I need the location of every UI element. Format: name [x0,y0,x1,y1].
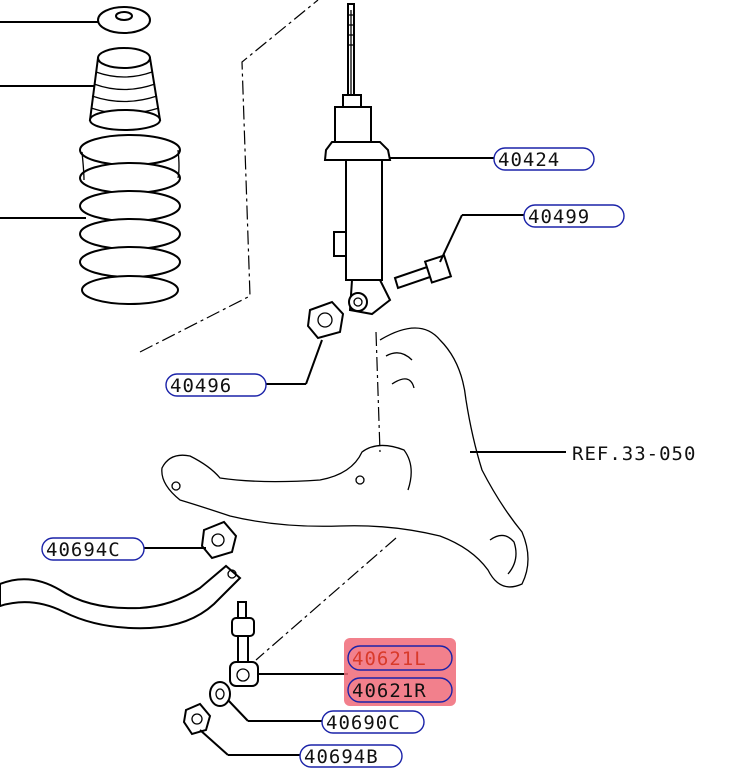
highlight-40621 [344,638,456,706]
label-40694C[interactable]: 40694C [41,537,145,561]
lower-arm-knuckle [161,327,529,661]
label-40496[interactable]: 40496 [165,373,267,397]
label-40621L[interactable]: 40621L [347,645,453,671]
label-40694B[interactable]: 40694B [299,744,403,768]
stabilizer-nut [200,520,238,560]
label-40499[interactable]: 40499 [523,204,625,228]
label-text: 40496 [170,375,232,397]
link-lower-nut [182,702,212,736]
label-text: 40621L [352,648,427,670]
stabilizer-link [229,601,259,687]
coil-spring-assembly [0,0,319,353]
ref-text: REF.33-050 [572,443,696,465]
label-text: 40499 [528,206,590,228]
strut-nut [306,300,345,340]
label-ref: REF.33-050 [572,443,696,465]
label-40424[interactable]: 40424 [493,147,595,171]
label-text: 40621R [352,680,427,702]
label-text: 40694B [304,746,379,768]
label-text: 40690C [326,712,401,734]
strut-bolt [393,254,453,290]
label-text: 40694C [46,539,121,561]
stabilizer-bar [0,564,242,630]
link-washer [209,681,231,707]
leader-lines [144,157,566,756]
label-text: 40424 [498,149,560,171]
strut-assembly [323,3,392,316]
label-40621R[interactable]: 40621R [347,677,453,703]
label-40690C[interactable]: 40690C [321,710,425,734]
